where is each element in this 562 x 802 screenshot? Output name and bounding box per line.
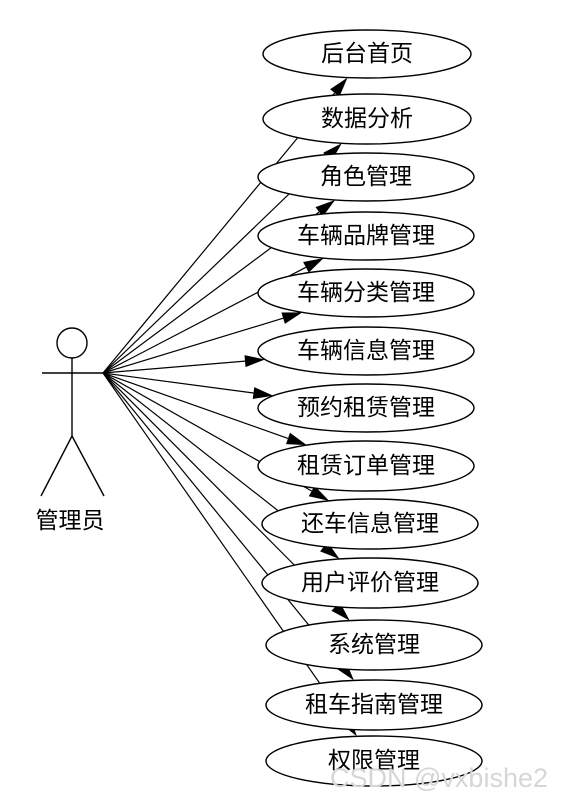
use-case-ellipse <box>257 326 475 376</box>
arrowhead-icon <box>281 312 303 324</box>
use-case-group: 后台首页数据分析角色管理车辆品牌管理车辆分类管理车辆信息管理预约租赁管理租赁订单… <box>257 29 483 787</box>
arrowhead-icon <box>308 485 330 501</box>
use-case-ellipse <box>261 557 479 609</box>
use-case-ellipse <box>257 152 475 202</box>
use-case: 租赁订单管理 <box>257 440 475 492</box>
actor-right-leg <box>71 435 105 497</box>
use-case-label: 后台首页 <box>321 41 413 67</box>
use-case: 租车指南管理 <box>265 679 483 731</box>
association-line <box>102 372 289 439</box>
use-case-ellipse <box>257 383 475 433</box>
use-case-ellipse <box>265 679 483 731</box>
use-case-label: 还车信息管理 <box>301 511 439 537</box>
arrowhead-icon <box>244 355 265 368</box>
association-line <box>102 372 342 666</box>
use-case: 后台首页 <box>262 29 472 79</box>
actor-left-leg <box>40 435 73 497</box>
use-case-ellipse <box>262 93 472 145</box>
use-case-ellipse <box>257 440 475 492</box>
use-case-ellipse <box>257 211 475 261</box>
use-case: 车辆信息管理 <box>257 326 475 376</box>
use-case-label: 车辆品牌管理 <box>297 223 435 249</box>
actor-name: 管理员 <box>36 508 105 534</box>
use-case-label: 权限管理 <box>328 748 420 774</box>
watermark: CSDN @vxbishe2 <box>330 763 548 793</box>
actor-figure: 管理员 <box>36 327 105 534</box>
actor-head <box>56 327 88 359</box>
use-case-label: 角色管理 <box>320 164 412 190</box>
use-case-label: 用户评价管理 <box>301 570 439 596</box>
use-case: 还车信息管理 <box>261 498 479 550</box>
use-case: 车辆分类管理 <box>257 268 475 318</box>
use-case-label: 系统管理 <box>328 632 420 658</box>
use-case-label: 预约租赁管理 <box>297 395 435 421</box>
use-case: 用户评价管理 <box>261 557 479 609</box>
use-case: 权限管理 <box>265 735 483 787</box>
use-case-label: 车辆分类管理 <box>297 280 435 306</box>
use-case: 数据分析 <box>262 93 472 145</box>
use-case: 角色管理 <box>257 152 475 202</box>
use-case: 预约租赁管理 <box>257 383 475 433</box>
use-case-ellipse <box>265 735 483 787</box>
use-case: 系统管理 <box>265 619 483 671</box>
arrowhead-icon <box>315 200 336 217</box>
association-line <box>102 92 336 374</box>
association-line <box>102 317 284 374</box>
association-line <box>102 360 246 374</box>
arrowhead-icon <box>303 258 324 273</box>
use-case: 车辆品牌管理 <box>257 211 475 261</box>
use-case-label: 数据分析 <box>321 106 413 132</box>
arrowhead-icon <box>252 387 274 399</box>
use-case-label: 租赁订单管理 <box>297 453 435 479</box>
use-case-label: 车辆信息管理 <box>297 338 435 364</box>
use-case-ellipse <box>257 268 475 318</box>
use-case-ellipse <box>261 498 479 550</box>
arrowhead-icon <box>330 77 348 97</box>
use-case-label: 租车指南管理 <box>305 692 443 718</box>
association-line <box>102 372 254 394</box>
association-lines <box>102 77 357 737</box>
use-case-ellipse <box>265 619 483 671</box>
arrowhead-icon <box>286 432 307 446</box>
use-case-ellipse <box>262 29 472 79</box>
